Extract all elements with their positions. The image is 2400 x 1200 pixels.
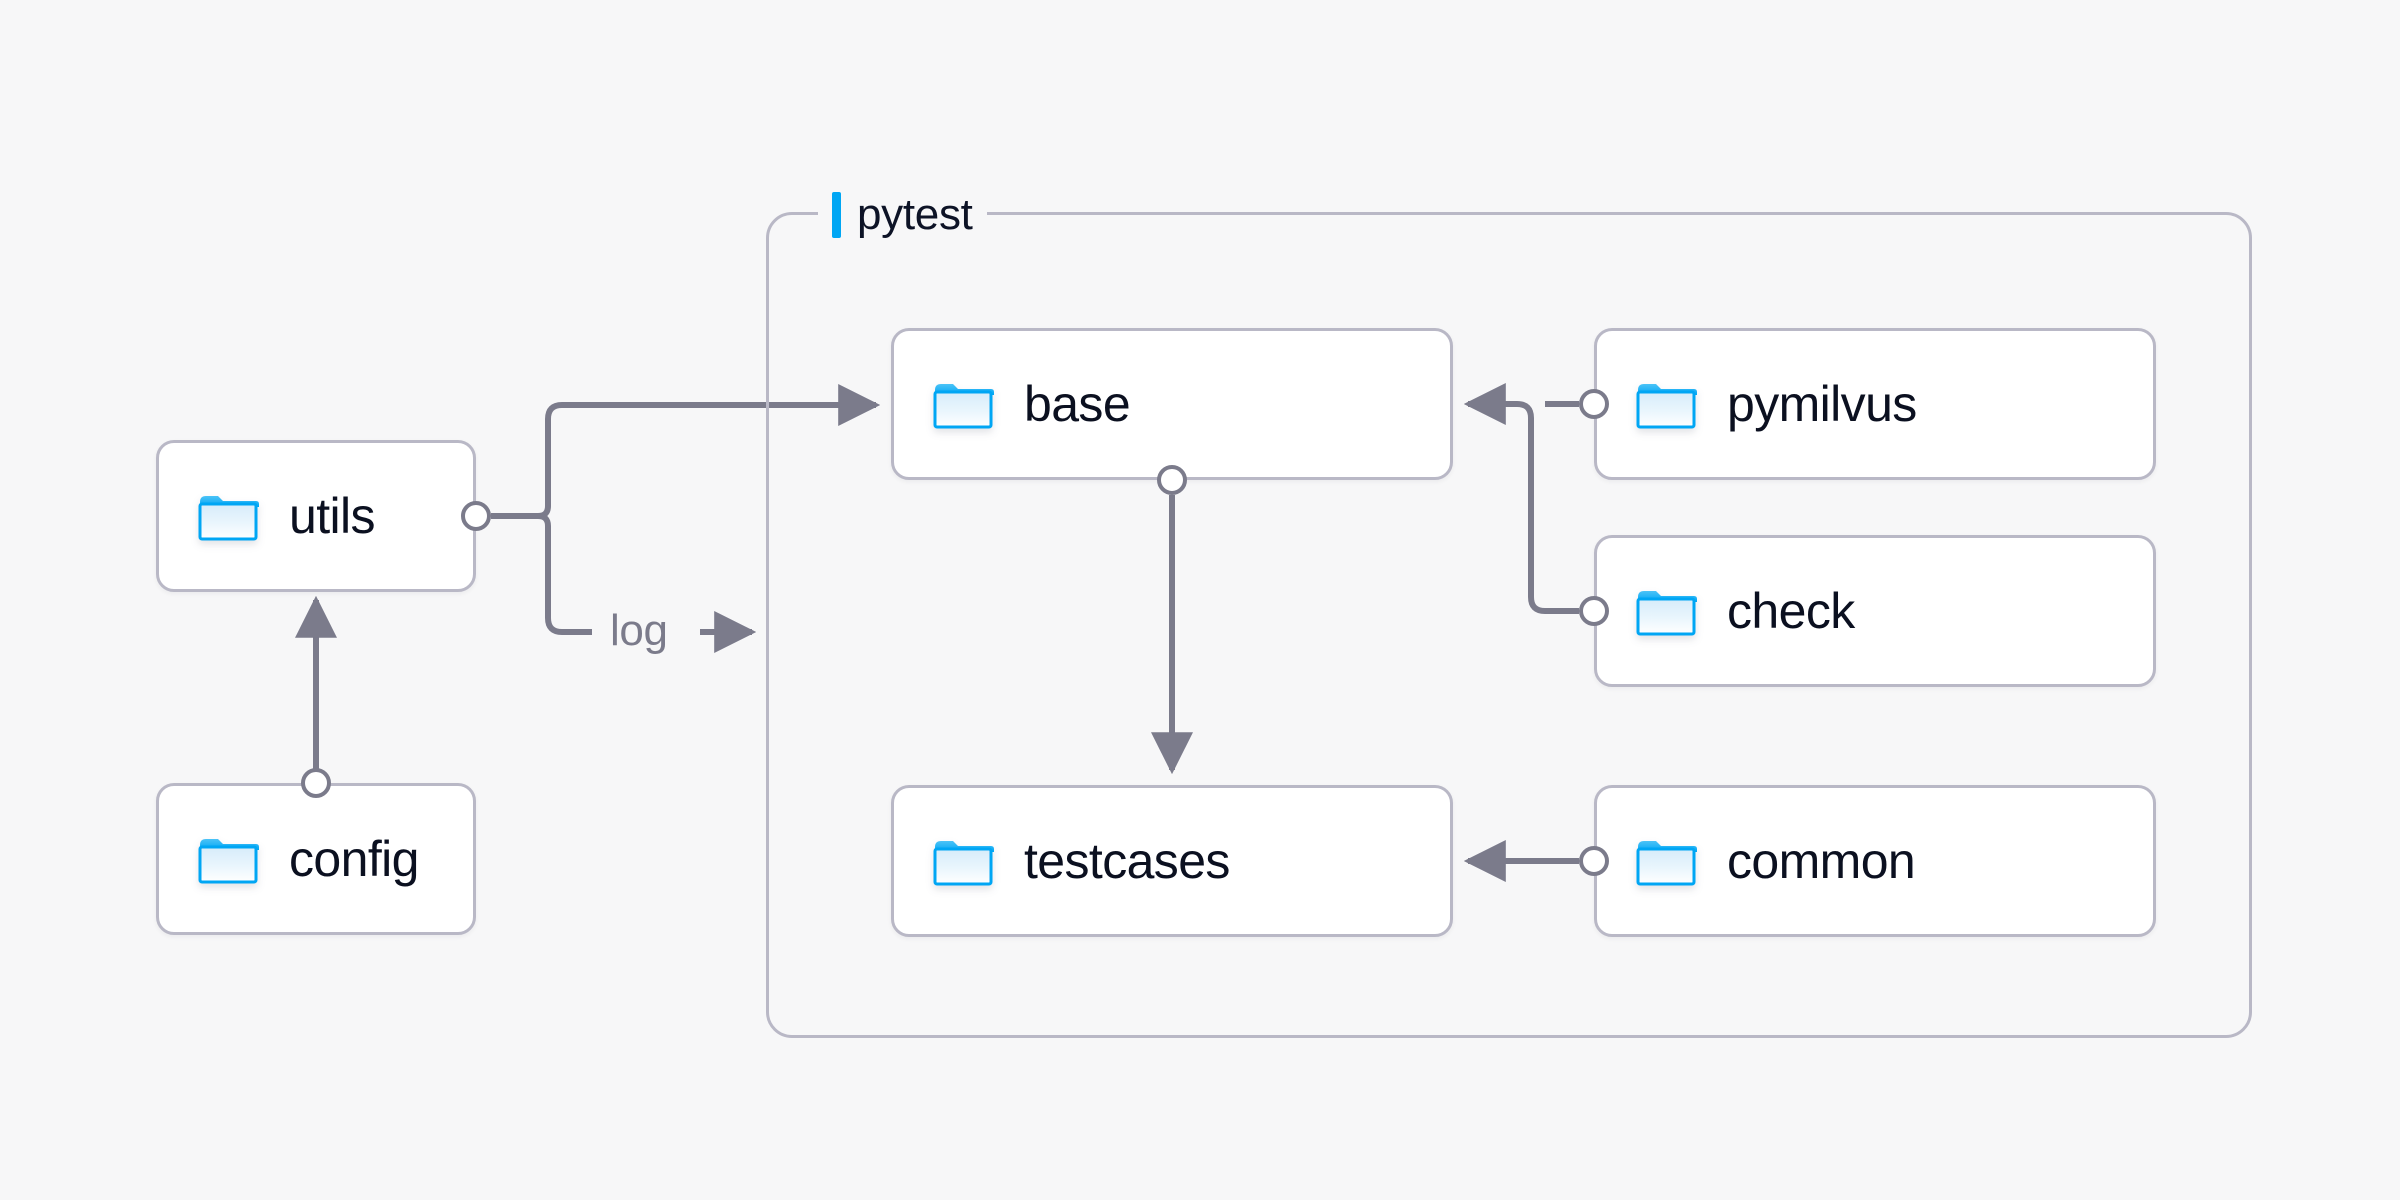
- node-testcases[interactable]: testcases: [891, 785, 1453, 937]
- folder-icon: [932, 378, 994, 430]
- folder-icon: [197, 833, 259, 885]
- node-label: common: [1727, 833, 1916, 889]
- folder-icon: [932, 835, 994, 887]
- node-label: base: [1024, 376, 1131, 432]
- group-accent-bar: [832, 192, 841, 238]
- folder-icon: [1635, 585, 1697, 637]
- node-utils[interactable]: utils: [156, 440, 476, 592]
- handle-common-left[interactable]: [1579, 846, 1609, 876]
- handle-check-left[interactable]: [1579, 596, 1609, 626]
- node-label: utils: [289, 488, 376, 544]
- handle-utils-right[interactable]: [461, 501, 491, 531]
- node-label: config: [289, 831, 419, 887]
- node-config[interactable]: config: [156, 783, 476, 935]
- pytest-group-label: pytest: [818, 190, 987, 240]
- folder-icon: [1635, 378, 1697, 430]
- node-check[interactable]: check: [1594, 535, 2156, 687]
- group-title-text: pytest: [857, 190, 973, 239]
- folder-icon: [197, 490, 259, 542]
- node-common[interactable]: common: [1594, 785, 2156, 937]
- handle-pymilvus-left[interactable]: [1579, 389, 1609, 419]
- node-base[interactable]: base: [891, 328, 1453, 480]
- handle-config-top[interactable]: [301, 768, 331, 798]
- pytest-group-container[interactable]: [766, 212, 2252, 1038]
- handle-base-bottom[interactable]: [1157, 465, 1187, 495]
- node-label: testcases: [1024, 833, 1230, 889]
- node-pymilvus[interactable]: pymilvus: [1594, 328, 2156, 480]
- node-label: pymilvus: [1727, 376, 1917, 432]
- edge-label-log: log: [604, 609, 674, 653]
- node-label: check: [1727, 583, 1855, 639]
- edge-utils-to-log: [526, 513, 592, 635]
- folder-icon: [1635, 835, 1697, 887]
